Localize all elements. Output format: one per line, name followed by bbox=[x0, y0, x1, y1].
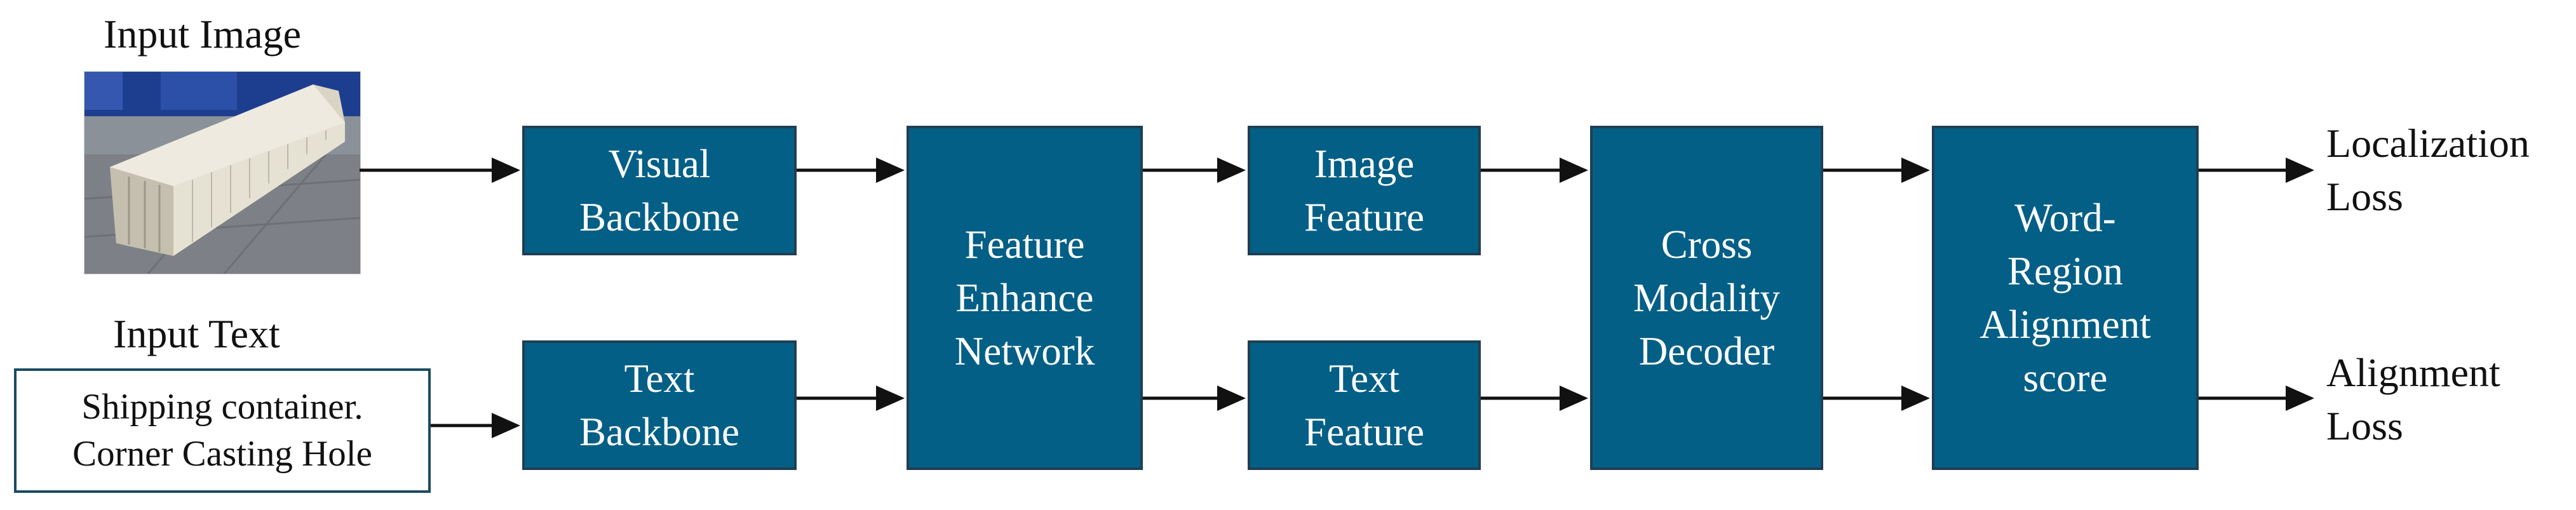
container-photo bbox=[84, 72, 360, 274]
input-text-line-1: Shipping container. bbox=[81, 387, 363, 427]
input-image-title: Input Image bbox=[104, 11, 301, 57]
cross-modality-decoder-block: Cross Modality Decoder bbox=[1590, 126, 1823, 470]
text-feature-block: Text Feature bbox=[1248, 340, 1481, 470]
text-backbone-block: Text Backbone bbox=[522, 340, 797, 470]
localization-loss-label: Localization Loss bbox=[2326, 121, 2530, 219]
feature-enhance-network-block: Feature Enhance Network bbox=[907, 126, 1143, 470]
word-region-alignment-block: Word- Region Alignment score bbox=[1932, 126, 2199, 470]
input-text-box: Shipping container. Corner Casting Hole bbox=[14, 368, 431, 493]
visual-backbone-block: Visual Backbone bbox=[522, 126, 797, 255]
input-text-line-2: Corner Casting Hole bbox=[72, 434, 372, 474]
input-text-title: Input Text bbox=[113, 311, 280, 356]
input-image bbox=[84, 71, 361, 274]
alignment-loss-label: Alignment Loss bbox=[2326, 350, 2500, 448]
image-feature-block: Image Feature bbox=[1248, 126, 1481, 255]
